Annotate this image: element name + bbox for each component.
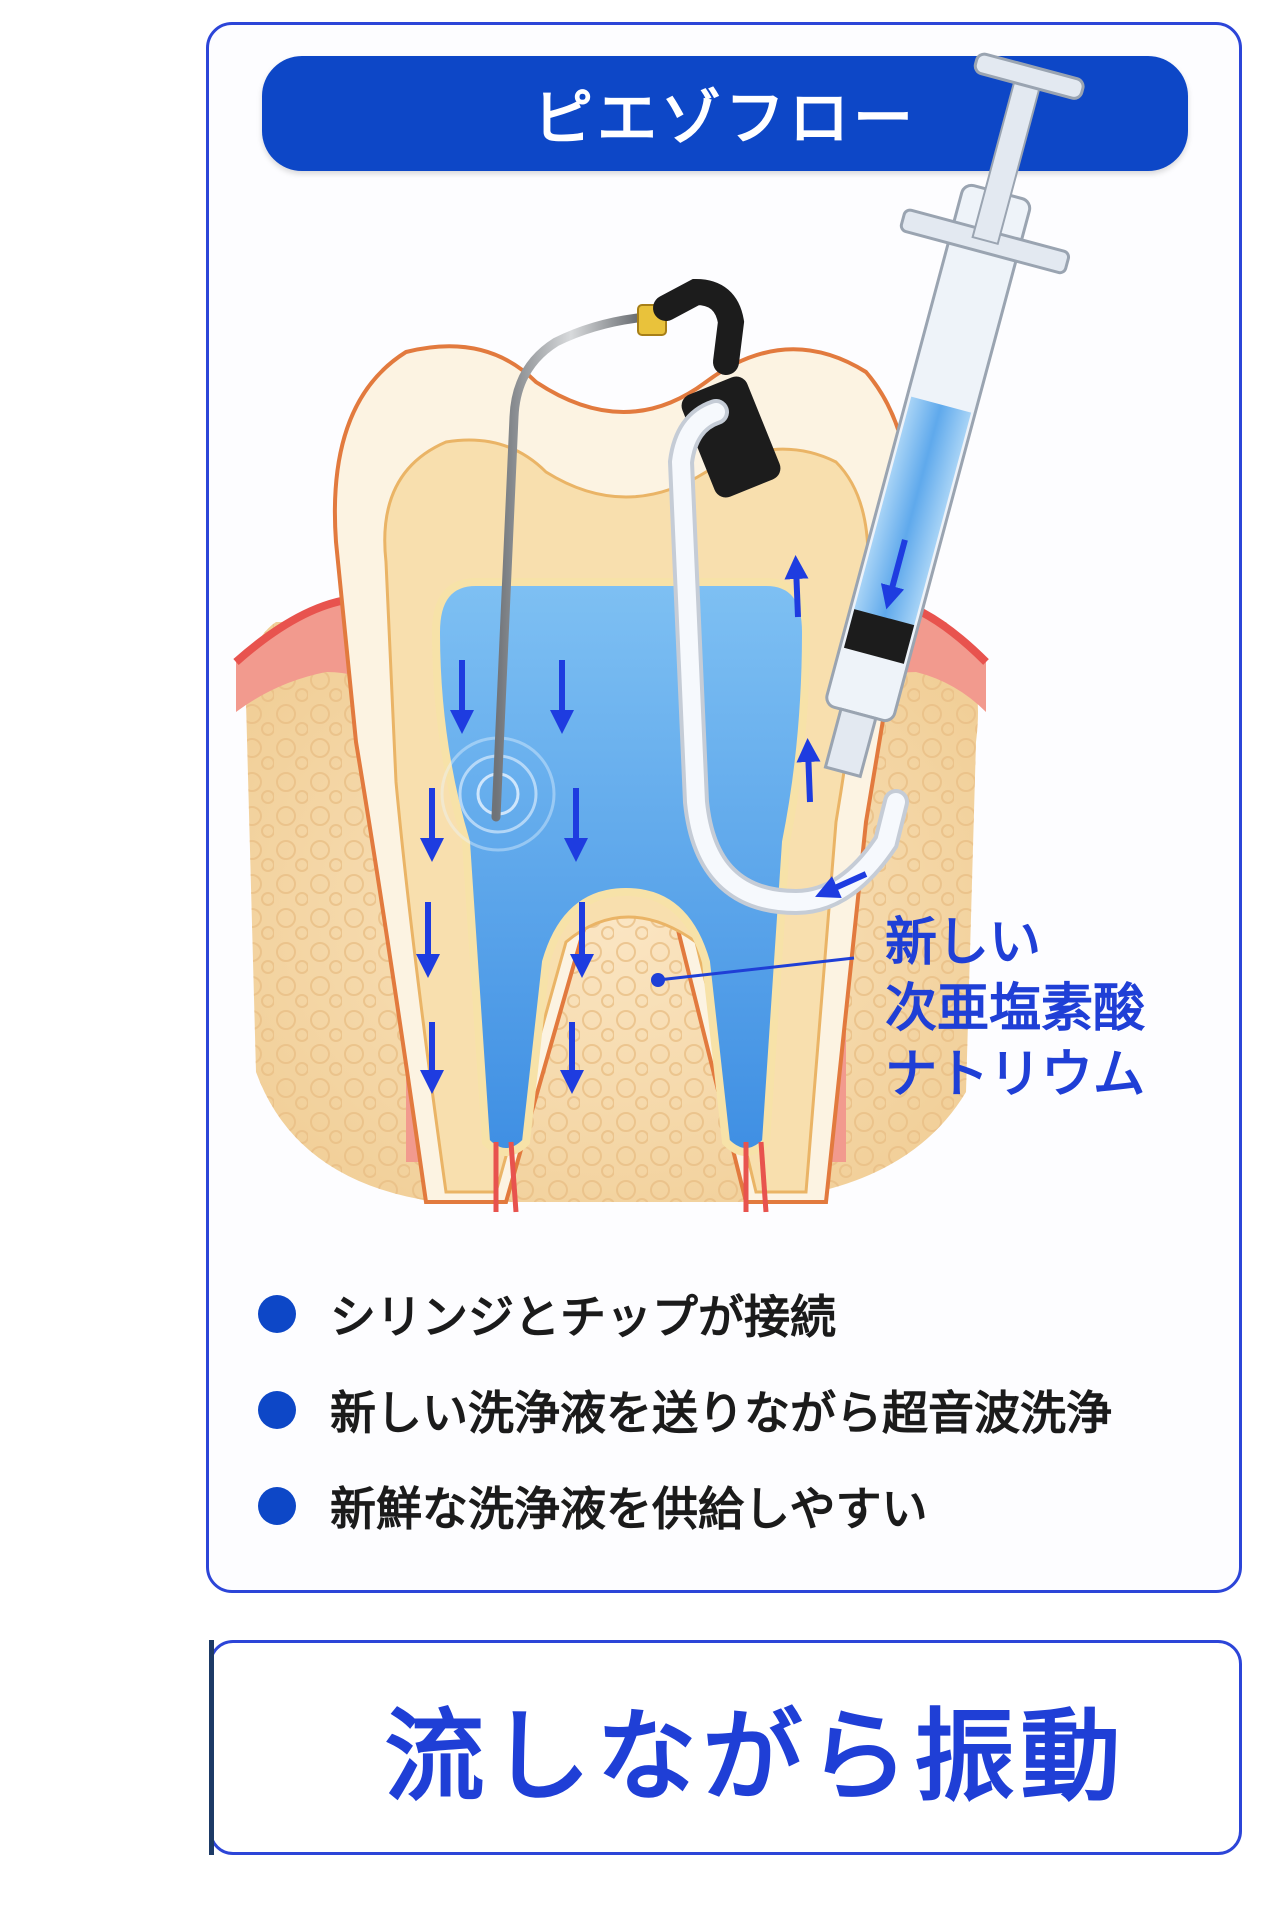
list-item: 新しい洗浄液を送りながら超音波洗浄 bbox=[258, 1362, 1218, 1458]
root-canal-illustration bbox=[233, 52, 1085, 1213]
footer-box: 流しながら振動 bbox=[209, 1640, 1242, 1855]
bullet-dot-icon bbox=[258, 1487, 296, 1525]
callout-line: 次亜塩素酸 bbox=[885, 979, 1146, 1039]
tooth bbox=[332, 344, 913, 1213]
bullet-dot-icon bbox=[258, 1295, 296, 1333]
list-item-text: 新しい洗浄液を送りながら超音波洗浄 bbox=[330, 1386, 1112, 1440]
list-item-text: 新鮮な洗浄液を供給しやすい bbox=[330, 1482, 928, 1536]
bullet-dot-icon bbox=[258, 1391, 296, 1429]
footer-text: 流しながら振動 bbox=[384, 1698, 1127, 1815]
callout-line: ナトリウム bbox=[885, 1045, 1146, 1105]
feature-list: シリンジとチップが接続 新しい洗浄液を送りながら超音波洗浄 新鮮な洗浄液を供給し… bbox=[258, 1266, 1218, 1554]
page-title: ピエゾフロー bbox=[533, 84, 917, 154]
list-item: 新鮮な洗浄液を供給しやすい bbox=[258, 1458, 1218, 1554]
footer-edge bbox=[209, 1640, 214, 1855]
callout-dot bbox=[651, 973, 665, 987]
callout-leader bbox=[657, 956, 855, 982]
syringe bbox=[823, 52, 1085, 779]
fluid-callout: 新しい 次亜塩素酸 ナトリウム bbox=[885, 910, 1145, 1108]
list-item: シリンジとチップが接続 bbox=[258, 1266, 1218, 1362]
callout-line: 新しい bbox=[885, 913, 1042, 973]
list-item-text: シリンジとチップが接続 bbox=[330, 1290, 836, 1344]
canal-flow-arrows bbox=[416, 660, 594, 1094]
tube-flow-arrows bbox=[784, 555, 868, 899]
